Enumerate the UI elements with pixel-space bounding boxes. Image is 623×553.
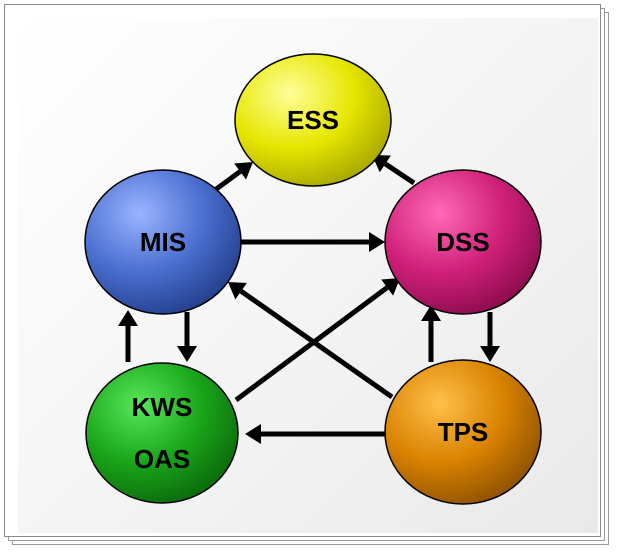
arrow-mis-to-dss bbox=[240, 232, 385, 252]
node-kws: KWS OAS bbox=[85, 362, 239, 504]
node-kws-label: OAS bbox=[134, 444, 190, 474]
arrow-shaft bbox=[213, 169, 242, 193]
node-mis: MIS bbox=[84, 169, 242, 315]
arrow-head bbox=[177, 346, 197, 362]
arrow-tps-to-kws bbox=[245, 424, 385, 444]
arrow-head bbox=[480, 346, 500, 362]
arrow-tps-to-mis bbox=[228, 282, 394, 400]
arrow-shaft bbox=[383, 161, 416, 186]
node-dss-label: DSS bbox=[436, 227, 489, 257]
arrow-head bbox=[118, 310, 138, 326]
arrow-head bbox=[369, 232, 385, 252]
arrow-head bbox=[245, 424, 261, 444]
node-kws-label: KWS bbox=[132, 392, 193, 422]
arrow-head bbox=[381, 278, 400, 296]
arrow-kws-to-dss bbox=[234, 278, 400, 403]
node-ess-label: ESS bbox=[287, 105, 339, 135]
arrow-head bbox=[421, 305, 441, 321]
arrow-shaft bbox=[234, 285, 389, 403]
node-dss-circle bbox=[384, 169, 542, 315]
node-ess: ESS bbox=[234, 53, 392, 187]
arrow-dss-to-ess bbox=[372, 155, 416, 186]
node-tps: TPS bbox=[384, 359, 542, 505]
arrow-mis-to-kws bbox=[177, 312, 197, 362]
arrow-dss-to-tps bbox=[480, 312, 500, 362]
node-tps-label: TPS bbox=[438, 417, 489, 447]
edges-layer bbox=[118, 155, 500, 444]
node-ess-circle bbox=[234, 53, 392, 187]
arrow-head bbox=[372, 155, 391, 173]
arrow-tps-to-dss bbox=[421, 305, 441, 362]
arrow-kws-to-mis bbox=[118, 310, 138, 362]
node-dss: DSS bbox=[384, 169, 542, 315]
arrow-mis-to-ess bbox=[213, 162, 253, 193]
nodes-layer: ESS MIS DSS KWS OAS TPS bbox=[84, 53, 542, 505]
arrow-shaft bbox=[239, 289, 394, 400]
arrow-head bbox=[234, 162, 253, 180]
node-mis-label: MIS bbox=[140, 227, 186, 257]
arrow-head bbox=[228, 282, 247, 300]
node-kws-circle bbox=[85, 362, 239, 504]
node-tps-circle bbox=[384, 359, 542, 505]
node-mis-circle bbox=[84, 169, 242, 315]
